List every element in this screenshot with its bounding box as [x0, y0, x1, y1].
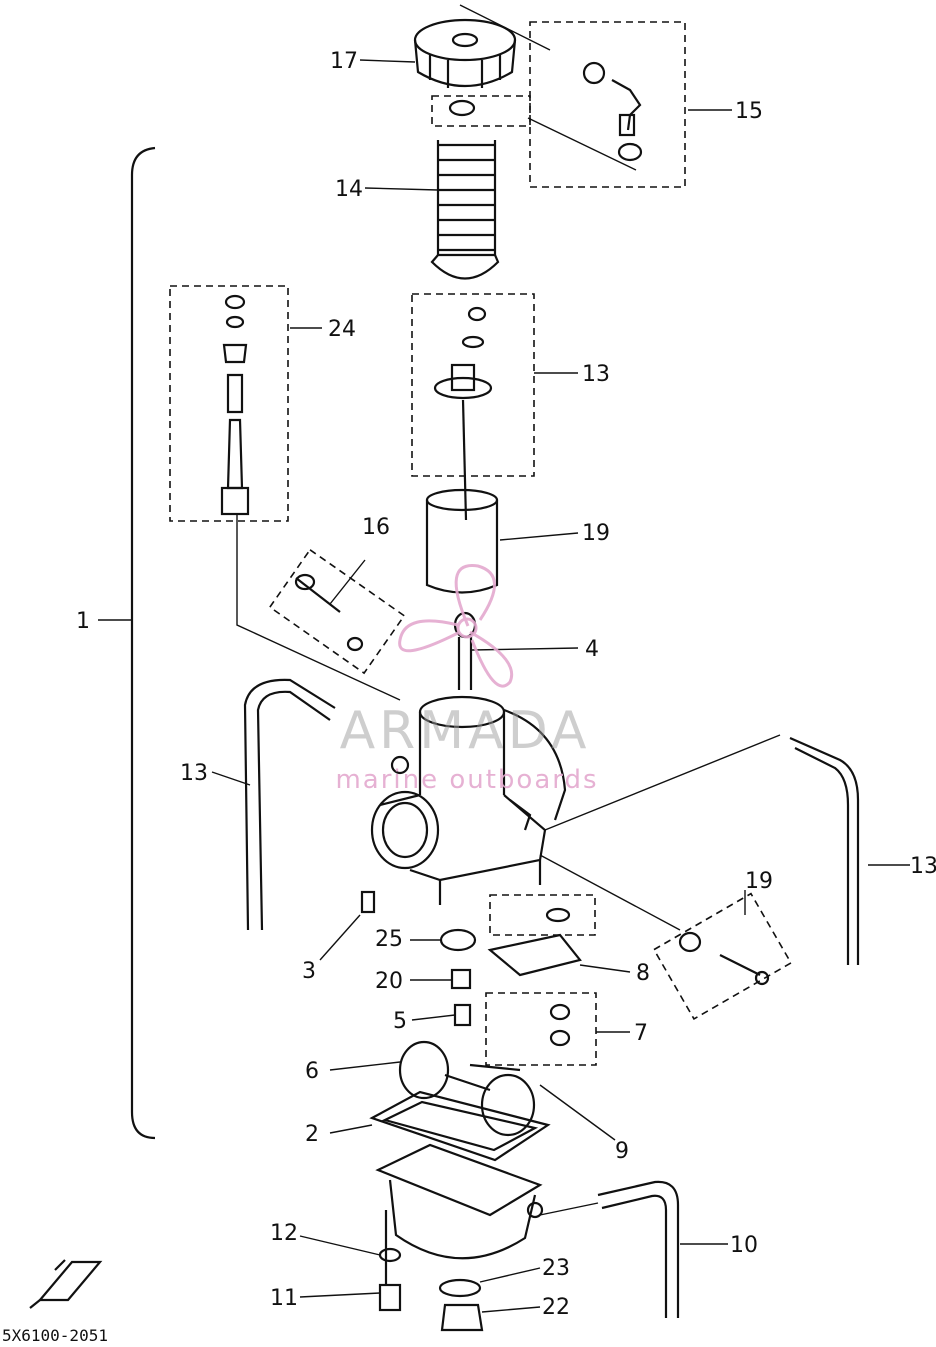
callout-15: 14 — [335, 177, 363, 202]
float-arm-box — [489, 894, 596, 936]
needle-part — [433, 306, 493, 521]
callout-7: 7 — [634, 1021, 648, 1046]
callout-16: 15 — [735, 99, 763, 124]
callout-12: 12 — [270, 1221, 298, 1246]
cap-group-box — [431, 95, 531, 127]
callout-24: 24 — [328, 317, 356, 342]
starter-plunger-part — [220, 294, 250, 516]
callout-17: 16 — [362, 515, 390, 540]
pilot-screw-box — [268, 548, 406, 675]
callout-labels: 17 15 14 24 13 16 19 4 1 13 13 13 19 3 2… — [76, 49, 936, 1320]
spring-part — [430, 140, 500, 280]
cap-washer — [448, 99, 476, 117]
fitting-group-box — [529, 21, 686, 188]
callout-8: 8 — [636, 961, 650, 986]
assembly-bracket — [130, 146, 156, 1140]
jet-parts — [360, 890, 477, 1027]
callout-20: 19 — [582, 521, 610, 546]
callout-1: 1 — [76, 609, 90, 634]
float-arm-part — [487, 907, 582, 977]
adjust-screw-part — [678, 931, 770, 986]
float-pin-part — [549, 1003, 571, 1047]
callout-21: 20 — [375, 969, 403, 994]
watermark-tagline: marine outboards — [335, 765, 598, 795]
float-chamber — [375, 1143, 544, 1260]
fitting-part — [582, 61, 643, 162]
callout-11: 11 — [270, 1286, 298, 1311]
callout-3: 3 — [302, 959, 316, 984]
callout-22: 22 — [542, 1295, 570, 1320]
callout-25: 25 — [375, 927, 403, 952]
leader-lines — [98, 59, 910, 1313]
callout-18: 17 — [330, 49, 358, 74]
tube-right — [789, 736, 860, 965]
drawing-code: 5X6100-2051 — [2, 1326, 108, 1345]
watermark: ARMADA marine outboards — [335, 564, 598, 795]
pilot-screw-part — [294, 573, 364, 652]
throttle-valve-part — [425, 488, 499, 594]
tube-left — [243, 678, 336, 931]
drain-tube — [597, 1180, 680, 1318]
propeller-logo-icon — [398, 564, 513, 688]
callout-14: 13 — [582, 362, 610, 387]
callout-13b: 13 — [910, 854, 936, 879]
float-pin-box — [485, 992, 597, 1066]
carburetor-body — [370, 695, 567, 905]
drain-screw-parts — [378, 1210, 484, 1332]
callout-2: 2 — [305, 1122, 319, 1147]
callout-9: 9 — [615, 1139, 629, 1164]
cap-part — [413, 18, 517, 88]
callout-5: 5 — [393, 1009, 407, 1034]
direction-marker-icon — [29, 1259, 103, 1309]
float-part — [398, 1040, 536, 1137]
needle-group-box — [411, 293, 535, 477]
watermark-brand: ARMADA — [340, 701, 591, 761]
callout-4: 4 — [585, 637, 599, 662]
callout-19: 19 — [745, 869, 773, 894]
callout-13-left: 13 — [180, 761, 208, 786]
callout-6: 6 — [305, 1059, 319, 1084]
gasket-part — [369, 1090, 551, 1162]
callout-10: 10 — [730, 1233, 758, 1258]
callout-23: 23 — [542, 1256, 570, 1281]
starter-plunger-box — [169, 285, 289, 522]
